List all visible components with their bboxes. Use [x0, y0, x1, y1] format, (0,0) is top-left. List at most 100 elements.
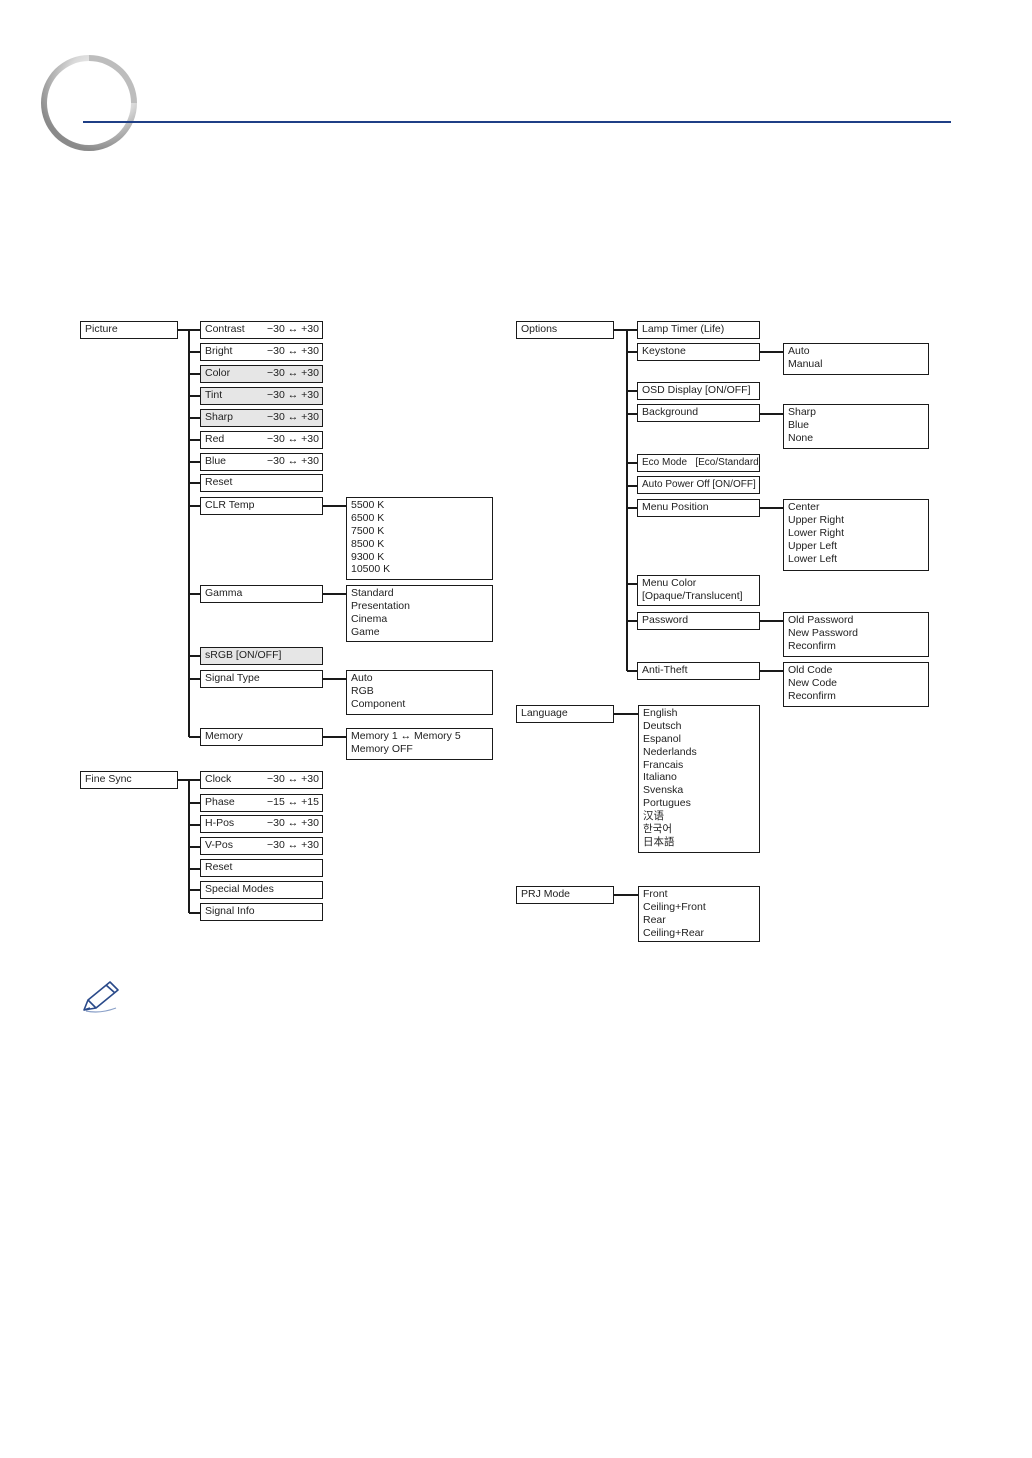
list-item[interactable]: Reconfirm [788, 689, 836, 702]
item-label: PRJ Mode [521, 888, 571, 900]
options-item-anti-theft[interactable]: Anti-Theft [637, 662, 760, 680]
list-item[interactable]: 6500 K [351, 511, 385, 524]
options-item-keystone[interactable]: Keystone [637, 343, 760, 361]
fine-sync-item-phase[interactable]: Phase−15 ↔ +15 [200, 794, 323, 812]
list-item[interactable]: Espanol [643, 732, 681, 745]
list-item[interactable]: Ceiling+Rear [643, 926, 704, 939]
list-item[interactable]: 9300 K [351, 550, 385, 563]
picture-item-gamma[interactable]: Gamma [200, 585, 323, 603]
fine-sync-item-h-pos[interactable]: H-Pos−30 ↔ +30 [200, 815, 323, 833]
picture-item-reset[interactable]: Reset [200, 474, 323, 492]
list-item[interactable]: Upper Left [788, 539, 838, 552]
list-item[interactable]: Blue [788, 418, 810, 431]
list-item[interactable]: Lower Left [788, 552, 838, 565]
tree-connector-line [178, 329, 202, 331]
list-item[interactable]: 한국어 [643, 823, 672, 836]
list-item[interactable]: Auto [788, 345, 810, 357]
list-item[interactable]: Francais [643, 758, 684, 771]
pencil-note-icon [83, 981, 119, 1013]
options-item-menu-position[interactable]: Menu Position [637, 499, 760, 517]
tree-connector-line [614, 713, 639, 715]
list-item[interactable]: Upper Right [788, 513, 845, 526]
list-item[interactable]: New Code [788, 676, 838, 689]
list-item[interactable]: Nederlands [643, 745, 697, 758]
list-item[interactable]: Game [351, 625, 380, 638]
list-item[interactable]: Memory 1 ↔ Memory 5 [351, 730, 461, 742]
menu-picture[interactable]: Picture [80, 321, 178, 339]
menu-language[interactable]: Language [516, 705, 614, 723]
menu-options[interactable]: Options [516, 321, 614, 339]
list-item[interactable]: Deutsch [643, 719, 682, 732]
list-item[interactable]: Presentation [351, 599, 410, 612]
item-label: Lamp Timer (Life) [642, 323, 725, 335]
options-item-background[interactable]: Background [637, 404, 760, 422]
picture-item-contrast[interactable]: Contrast−30 ↔ +30 [200, 321, 323, 339]
clr-temp-options: 5500 K 6500 K 7500 K 8500 K 9300 K 10500… [346, 497, 493, 580]
list-item[interactable]: Svenska [643, 784, 684, 797]
list-item[interactable]: 8500 K [351, 537, 385, 550]
list-item[interactable]: None [788, 431, 814, 444]
options-item-lamp-timer[interactable]: Lamp Timer (Life) [637, 321, 760, 339]
list-item[interactable]: 日本語 [643, 835, 675, 848]
picture-item-tint[interactable]: Tint−30 ↔ +30 [200, 387, 323, 405]
list-item[interactable]: 汉语 [643, 810, 664, 823]
list-item[interactable]: Front [643, 888, 668, 900]
list-item[interactable]: Lower Right [788, 526, 845, 539]
list-item[interactable]: Old Password [788, 614, 854, 626]
picture-item-memory[interactable]: Memory [200, 728, 323, 746]
fine-sync-item-v-pos[interactable]: V-Pos−30 ↔ +30 [200, 837, 323, 855]
tree-connector-line [189, 373, 201, 375]
list-item[interactable]: 10500 K [351, 563, 391, 576]
tree-connector-line [759, 413, 784, 415]
item-label: V-Pos [205, 839, 234, 851]
fine-sync-item-reset[interactable]: Reset [200, 859, 323, 877]
tree-connector-line [189, 395, 201, 397]
list-item[interactable]: Sharp [788, 406, 817, 418]
list-item[interactable]: 7500 K [351, 524, 385, 537]
list-item[interactable]: Component [351, 697, 406, 710]
options-item-menu-color[interactable]: Menu Color [Opaque/Translucent] [637, 575, 760, 606]
item-label: Keystone [642, 345, 686, 357]
list-item[interactable]: Standard [351, 587, 394, 599]
options-item-auto-power-off[interactable]: Auto Power Off [ON/OFF] [637, 476, 760, 494]
range-label: −30 ↔ +30 [267, 411, 319, 423]
range-label: −30 ↔ +30 [267, 817, 319, 829]
picture-item-blue[interactable]: Blue−30 ↔ +30 [200, 453, 323, 471]
menu-fine-sync[interactable]: Fine Sync [80, 771, 178, 789]
options-item-password[interactable]: Password [637, 612, 760, 630]
list-item[interactable]: New Password [788, 626, 859, 639]
list-item[interactable]: Rear [643, 913, 666, 926]
list-item[interactable]: Ceiling+Front [643, 900, 706, 913]
picture-item-sharp[interactable]: Sharp−30 ↔ +30 [200, 409, 323, 427]
picture-item-color[interactable]: Color−30 ↔ +30 [200, 365, 323, 383]
options-item-osd-display[interactable]: OSD Display [ON/OFF] [637, 382, 760, 400]
list-item[interactable]: 5500 K [351, 499, 385, 511]
list-item[interactable]: RGB [351, 684, 374, 697]
list-item[interactable]: Center [788, 501, 820, 513]
tree-connector-line [189, 461, 201, 463]
list-item[interactable]: Memory OFF [351, 742, 413, 755]
picture-item-srgb[interactable]: sRGB [ON/OFF] [200, 647, 323, 665]
menu-prj-mode[interactable]: PRJ Mode [516, 886, 614, 904]
tree-connector-line [188, 329, 190, 737]
list-item[interactable]: Old Code [788, 664, 833, 676]
list-item[interactable]: Cinema [351, 612, 388, 625]
item-label: CLR Temp [205, 499, 255, 511]
list-item[interactable]: Reconfirm [788, 639, 836, 652]
list-item[interactable]: Manual [788, 357, 823, 370]
options-item-eco-mode[interactable]: Eco Mode [Eco/Standard] [637, 454, 760, 472]
item-label: Color [205, 367, 231, 379]
range-label: −30 ↔ +30 [267, 455, 319, 467]
picture-item-red[interactable]: Red−30 ↔ +30 [200, 431, 323, 449]
list-item[interactable]: English [643, 707, 678, 719]
picture-item-bright[interactable]: Bright−30 ↔ +30 [200, 343, 323, 361]
picture-item-signal-type[interactable]: Signal Type [200, 670, 323, 688]
picture-item-clr-temp[interactable]: CLR Temp [200, 497, 323, 515]
fine-sync-item-special-modes[interactable]: Special Modes [200, 881, 323, 899]
tree-connector-line [322, 593, 347, 595]
fine-sync-item-clock[interactable]: Clock−30 ↔ +30 [200, 771, 323, 789]
fine-sync-item-signal-info[interactable]: Signal Info [200, 903, 323, 921]
list-item[interactable]: Italiano [643, 771, 677, 784]
list-item[interactable]: Auto [351, 672, 373, 684]
list-item[interactable]: Portugues [643, 797, 691, 810]
